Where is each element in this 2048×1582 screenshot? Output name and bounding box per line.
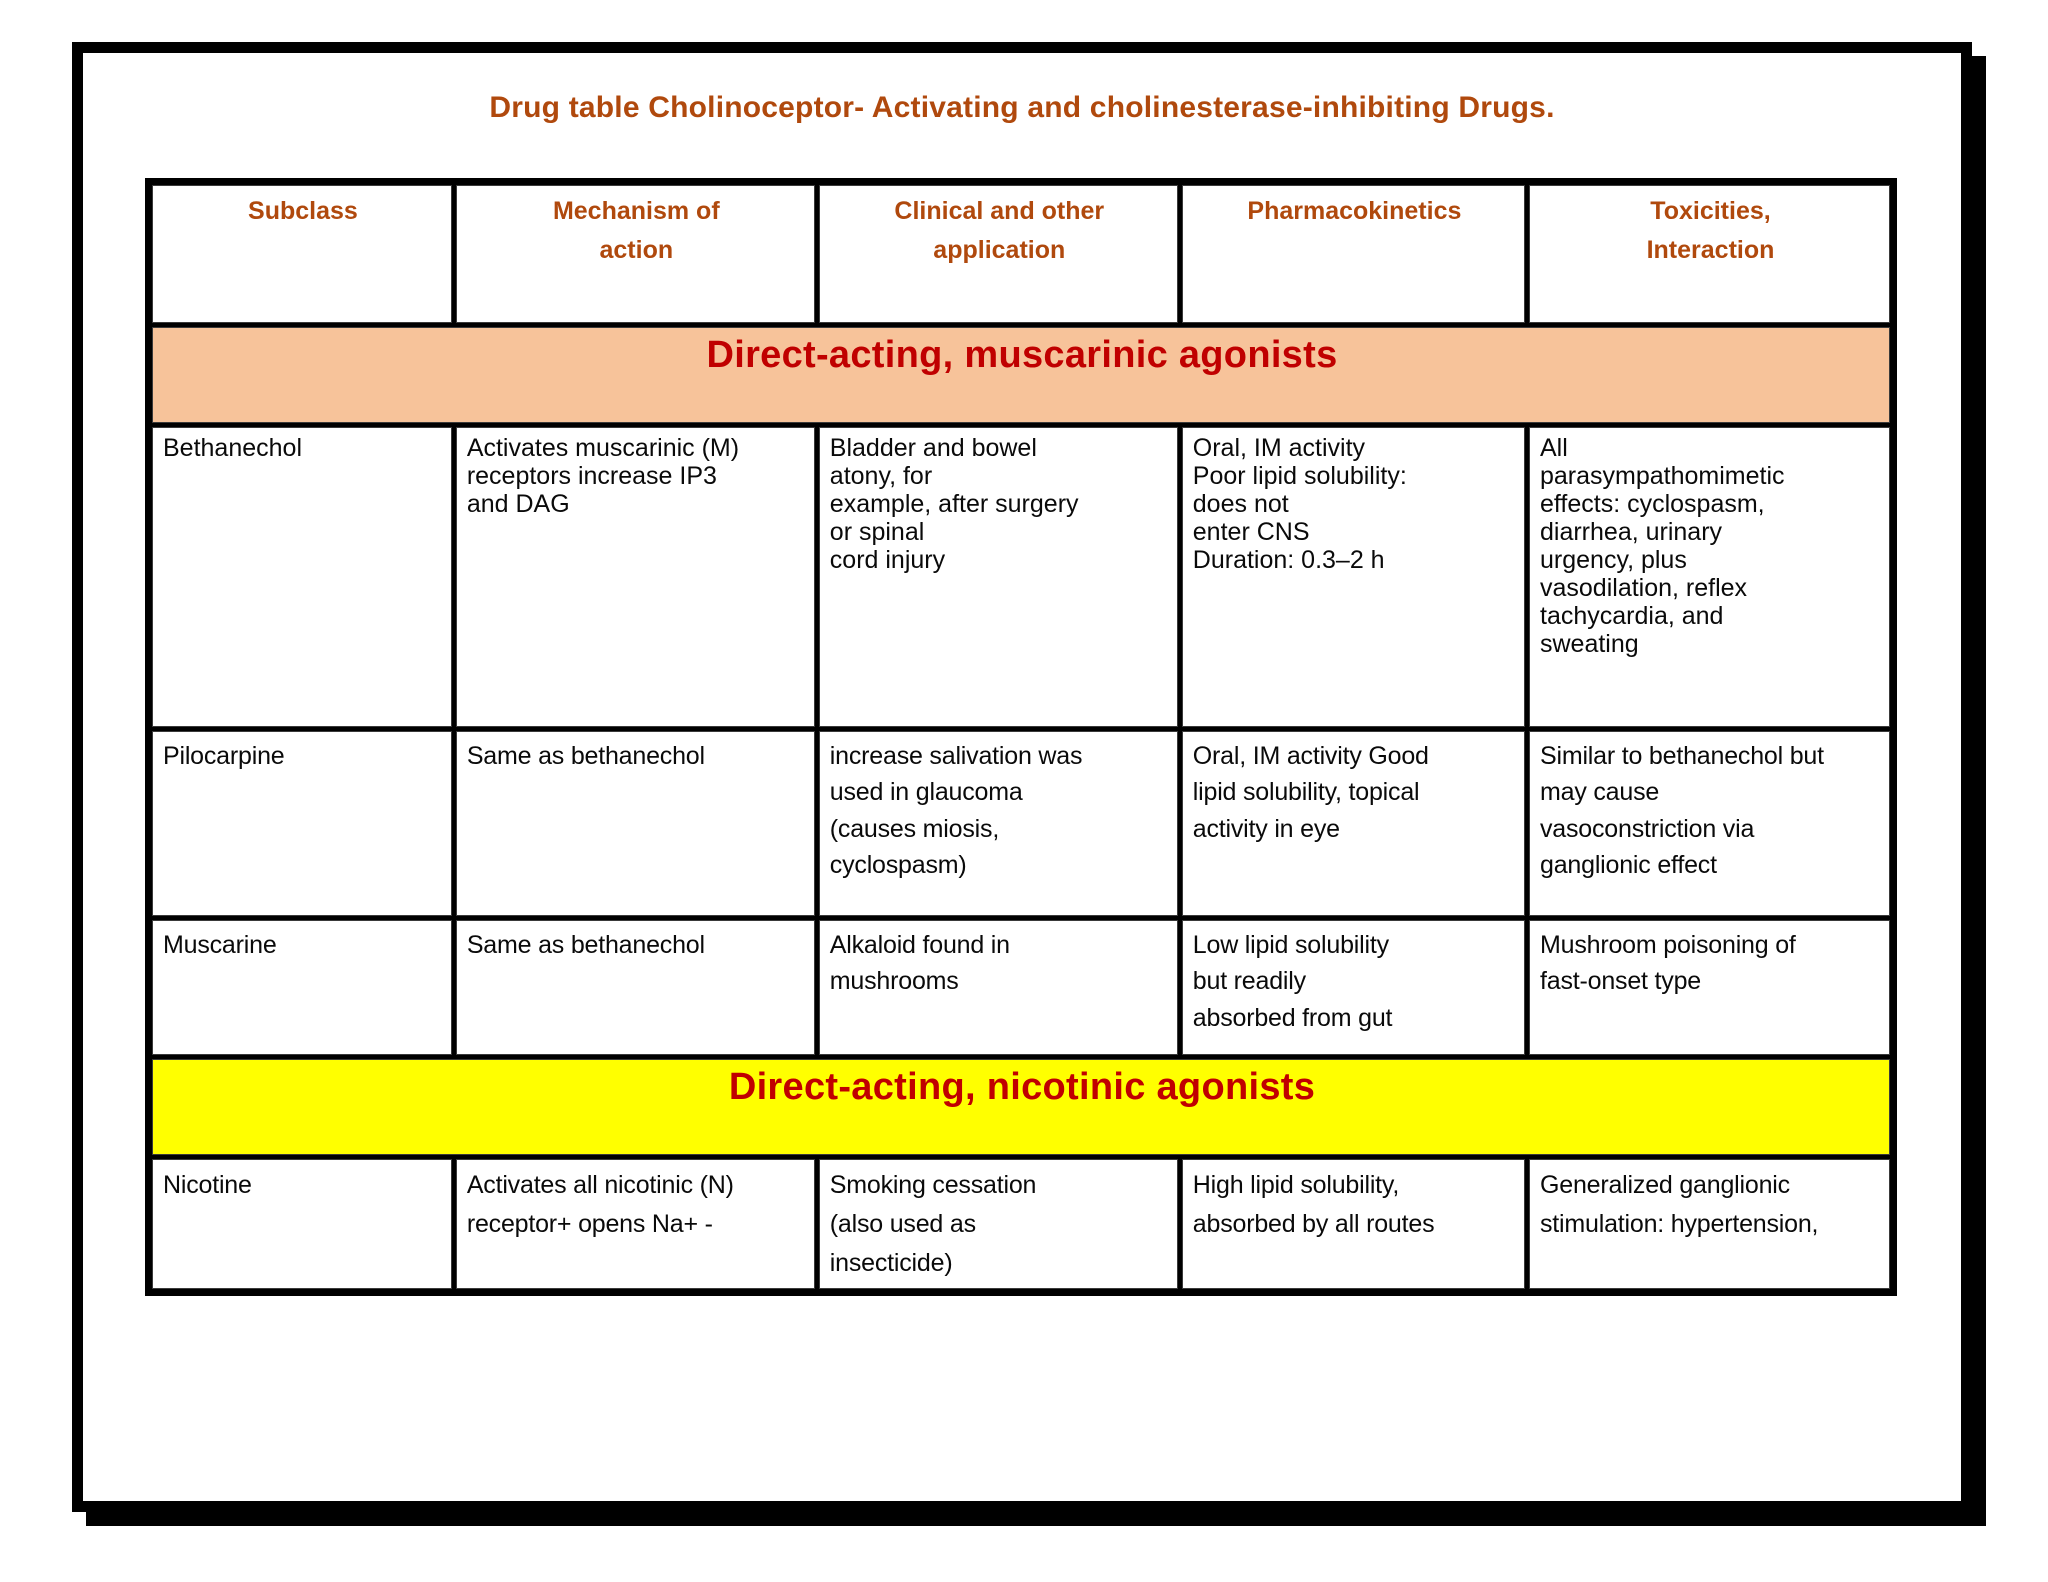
column-header-clinical: Clinical and other application	[818, 185, 1178, 323]
cell-clinical: Bladder and bowel atony, for example, af…	[818, 427, 1178, 727]
section-banner-muscarinic: Direct-acting, muscarinic agonists	[152, 327, 1890, 423]
cell-toxicities: Similar to bethanechol but may cause vas…	[1529, 731, 1890, 916]
column-header-mechanism: Mechanism of action	[455, 185, 815, 323]
header-line-1: Clinical and other	[894, 197, 1105, 225]
table-header-row: Subclass Mechanism of action Clinical an…	[152, 185, 1890, 323]
drug-table-container: Subclass Mechanism of action Clinical an…	[145, 178, 1897, 1297]
cell-text: Nicotine	[163, 1171, 252, 1199]
header-line-1: Pharmacokinetics	[1247, 197, 1462, 225]
cell-text: Alkaloid found in mushrooms	[829, 931, 1010, 996]
header-line-1: Subclass	[248, 197, 358, 225]
header-line-1: Mechanism of	[552, 197, 720, 225]
cell-text: Same as bethanechol	[466, 931, 705, 959]
cell-clinical: Smoking cessation (also used as insectic…	[818, 1159, 1178, 1290]
section-banner-nicotinic: Direct-acting, nicotinic agonists	[152, 1059, 1890, 1155]
cell-toxicities: Mushroom poisoning of fast-onset type	[1529, 920, 1890, 1055]
column-header-subclass: Subclass	[152, 185, 452, 323]
cell-text: Bethanechol	[163, 434, 303, 462]
cell-clinical: increase salivation was used in glaucoma…	[818, 731, 1178, 916]
cell-mechanism: Activates all nicotinic (N) receptor+ op…	[455, 1159, 815, 1290]
cell-text: Same as bethanechol	[466, 742, 705, 770]
cell-mechanism: Activates muscarinic (M) receptors incre…	[455, 427, 815, 727]
cell-text: Oral, IM activity Good lipid solubility,…	[1192, 742, 1429, 843]
slide-canvas: Drug table Cholinoceptor- Activating and…	[80, 50, 1964, 1504]
cell-pharmacokinetics: Low lipid solubility but readily absorbe…	[1181, 920, 1525, 1055]
cell-text: Oral, IM activity Poor lipid solubility:…	[1192, 434, 1407, 574]
cell-text: Activates all nicotinic (N) receptor+ op…	[466, 1171, 734, 1238]
cell-subclass: Nicotine	[152, 1159, 452, 1290]
table-row: Muscarine Same as bethanechol Alkaloid f…	[152, 920, 1890, 1055]
cell-text: Generalized ganglionic stimulation: hype…	[1540, 1171, 1819, 1238]
header-line-1: Toxicities,	[1650, 197, 1771, 225]
drug-table: Subclass Mechanism of action Clinical an…	[148, 181, 1894, 1294]
cell-toxicities: Generalized ganglionic stimulation: hype…	[1529, 1159, 1890, 1290]
cell-mechanism: Same as bethanechol	[455, 920, 815, 1055]
cell-text: Activates muscarinic (M) receptors incre…	[466, 434, 740, 518]
cell-text: increase salivation was used in glaucoma…	[829, 742, 1083, 879]
cell-text: Smoking cessation (also used as insectic…	[829, 1171, 1037, 1277]
cell-text: High lipid solubility, absorbed by all r…	[1192, 1171, 1435, 1238]
table-row: Nicotine Activates all nicotinic (N) rec…	[152, 1159, 1890, 1290]
header-line-2: Interaction	[1646, 235, 1775, 264]
cell-text: Low lipid solubility but readily absorbe…	[1192, 931, 1393, 1032]
cell-mechanism: Same as bethanechol	[455, 731, 815, 916]
cell-pharmacokinetics: Oral, IM activity Poor lipid solubility:…	[1181, 427, 1525, 727]
cell-clinical: Alkaloid found in mushrooms	[818, 920, 1178, 1055]
page-title: Drug table Cholinoceptor- Activating and…	[489, 91, 1555, 124]
cell-text: Muscarine	[163, 931, 277, 959]
cell-subclass: Muscarine	[152, 920, 452, 1055]
cell-toxicities: All parasympathomimetic effects: cyclosp…	[1529, 427, 1890, 727]
header-line-2: action	[599, 235, 674, 264]
cell-text: Pilocarpine	[163, 742, 285, 770]
column-header-pharmacokinetics: Pharmacokinetics	[1181, 185, 1525, 323]
cell-text: Mushroom poisoning of fast-onset type	[1540, 931, 1796, 996]
table-row: Pilocarpine Same as bethanechol increase…	[152, 731, 1890, 916]
cell-subclass: Bethanechol	[152, 427, 452, 727]
cell-pharmacokinetics: High lipid solubility, absorbed by all r…	[1181, 1159, 1525, 1290]
cell-pharmacokinetics: Oral, IM activity Good lipid solubility,…	[1181, 731, 1525, 916]
section-banner-label: Direct-acting, muscarinic agonists	[152, 327, 1890, 423]
cell-text: All parasympathomimetic effects: cyclosp…	[1540, 434, 1785, 658]
table-row: Bethanechol Activates muscarinic (M) rec…	[152, 427, 1890, 727]
header-line-2: application	[933, 235, 1066, 264]
cell-subclass: Pilocarpine	[152, 731, 452, 916]
slide-frame: Drug table Cholinoceptor- Activating and…	[72, 42, 1972, 1512]
section-banner-label: Direct-acting, nicotinic agonists	[152, 1059, 1890, 1155]
cell-text: Similar to bethanechol but may cause vas…	[1540, 742, 1824, 879]
column-header-toxicities: Toxicities, Interaction	[1529, 185, 1890, 323]
cell-text: Bladder and bowel atony, for example, af…	[829, 434, 1079, 574]
